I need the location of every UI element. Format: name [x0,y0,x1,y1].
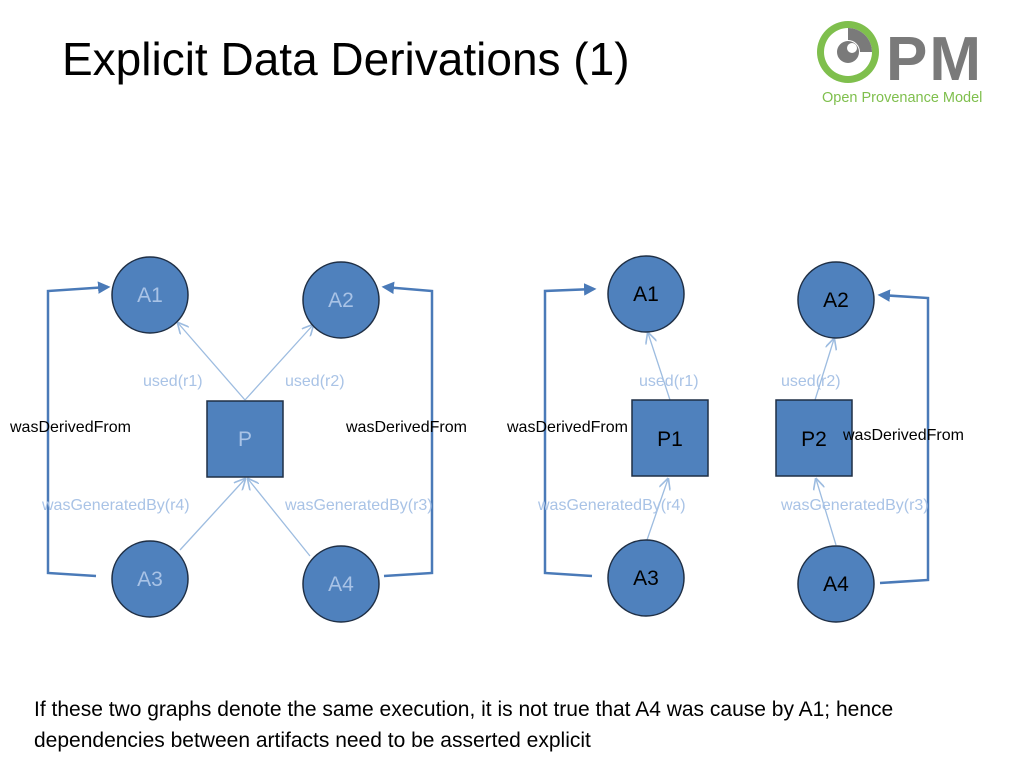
process-p2 [775,399,853,477]
artifact-a3-label-2: A3 [633,567,659,590]
artifact-a3-label: A3 [137,568,163,591]
used-r1-edge-2 [648,333,671,401]
artifact-a4-2 [797,545,875,623]
artifact-a1 [111,256,189,334]
artifact-a2 [302,261,380,339]
artifact-a3 [111,540,189,618]
derived-right-arrow-2 [877,289,930,585]
artifact-a4-label: A4 [328,573,354,596]
artifact-a3-2 [607,539,685,617]
used-r1-edge [178,323,246,401]
process-p1 [631,399,709,477]
process-p [206,400,284,478]
swirl-icon [817,21,879,83]
opm-logo: PM Open Provenance Model [817,21,983,106]
artifact-a1-2 [607,255,685,333]
artifact-a1-label-2: A1 [633,283,659,306]
generated-r3-label: wasGeneratedBy(r3) [284,497,433,514]
used-r2-label-2: used(r2) [781,373,841,390]
generated-r4-label: wasGeneratedBy(r4) [41,497,190,514]
logo-caption: Open Provenance Model [822,90,982,106]
artifact-a2-label-2: A2 [823,289,849,312]
derived-right-label: wasDerivedFrom [345,419,467,436]
derived-left-label: wasDerivedFrom [9,419,131,436]
derived-right-arrow [381,281,434,578]
process-p2-label: P2 [801,428,827,451]
generated-r3-edge [248,479,311,557]
derived-right-label-2: wasDerivedFrom [842,427,964,444]
generated-r4-edge-2 [646,479,668,541]
artifact-a2-2 [797,261,875,339]
graph-2: A1 A2 P1 P2 A3 A4 used(r1) used(r2) wasG… [506,255,964,623]
derived-left-label-2: wasDerivedFrom [506,419,628,436]
artifact-a4-label-2: A4 [823,573,849,596]
artifact-a1-label: A1 [137,284,163,307]
used-r2-label: used(r2) [285,373,345,390]
artifact-a2-label: A2 [328,289,354,312]
slide-title: Explicit Data Derivations (1) [62,33,630,85]
slide-footnote: If these two graphs denote the same exec… [34,698,894,752]
logo-letters: PM [886,25,983,94]
generated-r4-label-2: wasGeneratedBy(r4) [537,497,686,514]
used-r2-edge [244,325,313,401]
process-p1-label: P1 [657,428,683,451]
generated-r3-label-2: wasGeneratedBy(r3) [780,497,929,514]
derived-left-arrow [46,281,111,578]
derived-left-arrow-2 [543,283,597,578]
generated-r3-edge-2 [816,479,837,546]
used-r1-label: used(r1) [143,373,203,390]
used-r1-label-2: used(r1) [639,373,699,390]
process-p-label: P [238,428,252,451]
graph-1: A1 A2 P A3 A4 used(r1) used(r2) wasGener… [9,256,467,623]
artifact-a4 [302,545,380,623]
generated-r4-edge [179,479,245,551]
used-r2-edge-2 [814,339,834,401]
